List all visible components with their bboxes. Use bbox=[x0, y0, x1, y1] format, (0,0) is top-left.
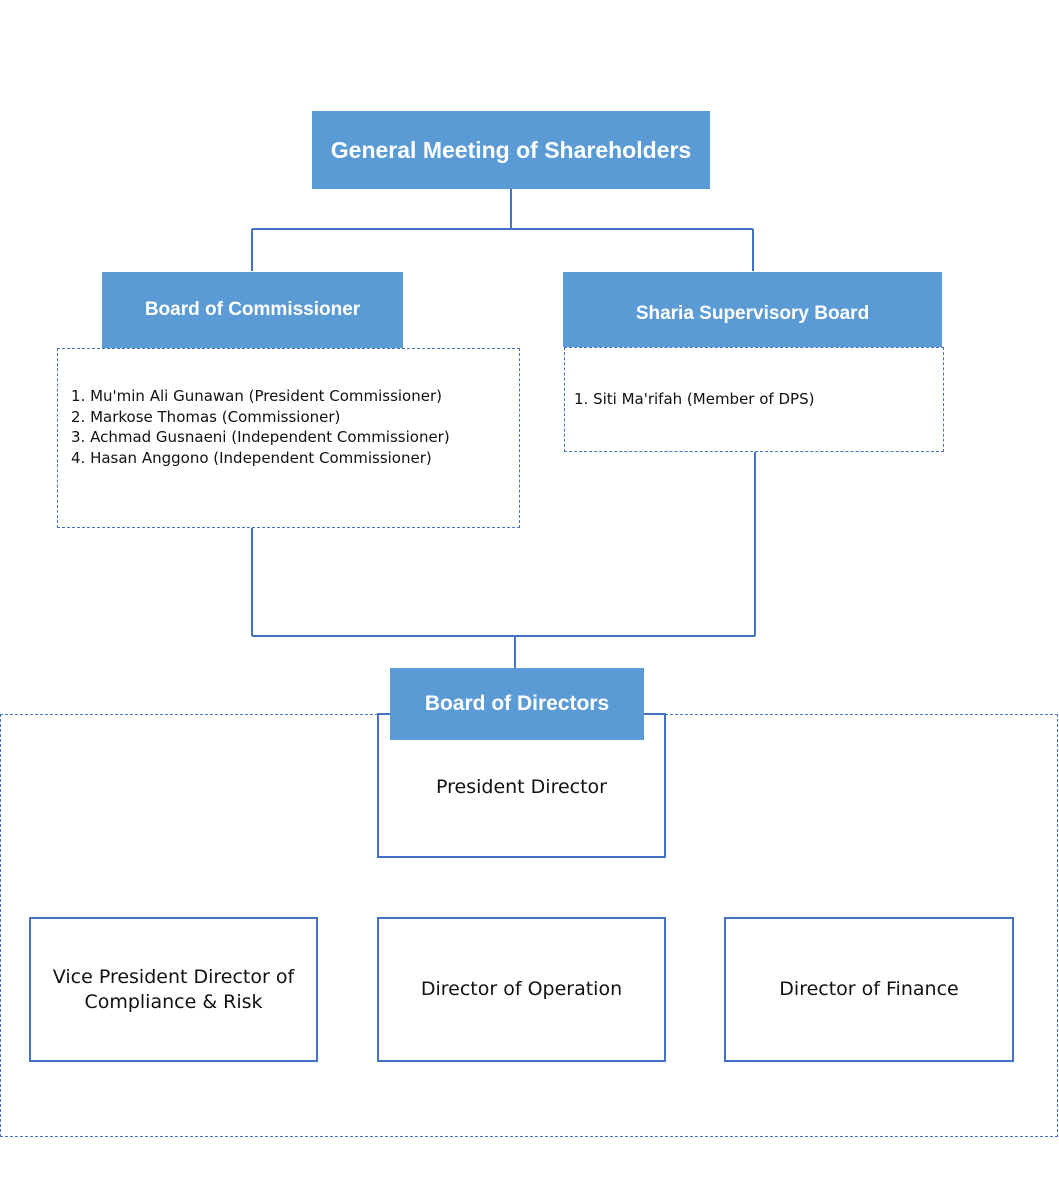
vp-compliance-risk-box: Vice President Director of Compliance & … bbox=[29, 917, 318, 1062]
director-operation-label: Director of Operation bbox=[420, 978, 623, 1000]
gms-title: General Meeting of Shareholders bbox=[330, 136, 692, 163]
commissioner-title: Board of Commissioner bbox=[144, 299, 361, 320]
sharia-title: Sharia Supervisory Board bbox=[635, 302, 870, 324]
commissioner-members-panel bbox=[57, 348, 520, 528]
gms-box: General Meeting of Shareholders bbox=[312, 111, 710, 189]
director-finance-box: Director of Finance bbox=[724, 917, 1014, 1062]
commissioner-member: 3. Achmad Gusnaeni (Independent Commissi… bbox=[71, 428, 450, 446]
board-of-directors-box: Board of Directors bbox=[390, 668, 644, 740]
director-operation-box: Director of Operation bbox=[377, 917, 666, 1062]
board-of-directors-title: Board of Directors bbox=[424, 692, 610, 715]
sharia-member-list: 1. Siti Ma'rifah (Member of DPS) bbox=[574, 389, 814, 410]
commissioner-member: 2. Markose Thomas (Commissioner) bbox=[71, 407, 341, 426]
sharia-box: Sharia Supervisory Board bbox=[563, 272, 942, 347]
commissioner-member: 1. Mu'min Ali Gunawan (President Commiss… bbox=[71, 387, 442, 405]
commissioner-member-list: 1. Mu'min Ali Gunawan (President Commiss… bbox=[71, 386, 450, 468]
commissioner-member: 4. Hasan Anggono (Independent Commission… bbox=[71, 448, 432, 467]
director-finance-label: Director of Finance bbox=[779, 978, 959, 1000]
commissioner-box: Board of Commissioner bbox=[102, 272, 403, 348]
vp-compliance-risk-label: Vice President Director of Compliance & … bbox=[52, 965, 295, 1013]
sharia-members-panel bbox=[564, 347, 944, 452]
sharia-member: 1. Siti Ma'rifah (Member of DPS) bbox=[574, 390, 815, 408]
president-director-label: President Director bbox=[436, 776, 607, 798]
